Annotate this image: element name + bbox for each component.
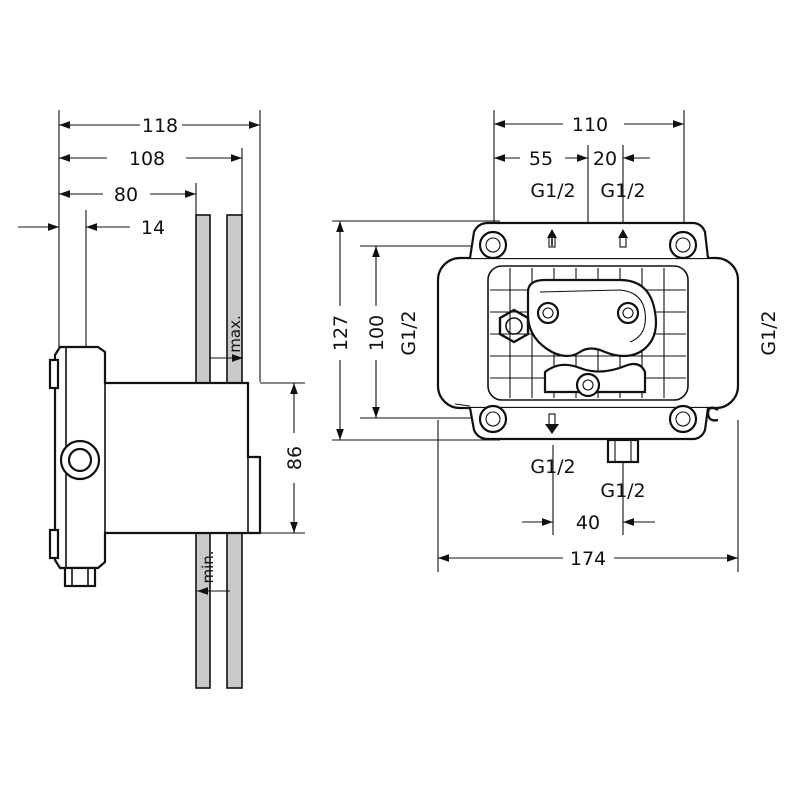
side-tab-bottom — [48, 528, 60, 560]
dim-100-label: 100 — [366, 315, 388, 351]
dim-86-label: 86 — [284, 446, 306, 470]
dim-108-label: 108 — [129, 148, 165, 170]
thread-bottom-right-label: G1/2 — [600, 480, 645, 502]
dim-80-label: 80 — [114, 184, 138, 206]
mount-hole-bl — [478, 404, 508, 434]
dim-55-label: 55 — [529, 148, 553, 170]
dim-127-label: 127 — [330, 315, 352, 351]
screw-left — [536, 301, 560, 325]
valve-body — [526, 278, 658, 358]
side-outlet-inner — [67, 447, 93, 473]
flow-arrow-up-right — [618, 229, 628, 248]
flow-arrow-up-left — [547, 229, 557, 248]
thread-top-left-label: G1/2 — [530, 180, 575, 202]
min-label: min. — [199, 550, 217, 583]
thread-bottom-left-label: G1/2 — [530, 456, 575, 478]
dim-118-label: 118 — [142, 115, 178, 137]
dim-14-label: 14 — [141, 217, 165, 239]
mount-hole-tl — [478, 230, 508, 260]
hook-mark — [706, 406, 719, 422]
bottom-outlet — [606, 438, 640, 464]
side-view: 118 108 80 14 86 max. min. — [18, 110, 306, 689]
flow-arrow-down — [545, 413, 559, 434]
bottom-nipple — [63, 566, 97, 588]
hex-nut — [498, 308, 530, 344]
mount-hole-tr — [668, 230, 698, 260]
dim-40-label: 40 — [576, 512, 600, 534]
dim-110-label: 110 — [572, 114, 608, 136]
thread-left-label: G1/2 — [398, 310, 420, 355]
thread-right-label: G1/2 — [758, 310, 780, 355]
dim-20-label: 20 — [593, 148, 617, 170]
screw-right — [616, 301, 640, 325]
max-label: max. — [226, 315, 244, 352]
front-view: 110 55 20 G1/2 G1/2 127 100 G1/2 G1/2 G1… — [330, 110, 780, 572]
screw-bottom — [575, 372, 601, 398]
mount-hole-br — [668, 404, 698, 434]
thread-top-right-label: G1/2 — [600, 180, 645, 202]
inner-cavity — [487, 265, 689, 401]
bottom-flange — [468, 407, 710, 441]
dim-174-label: 174 — [570, 548, 606, 570]
top-flange — [468, 221, 710, 259]
side-tab-top — [48, 358, 60, 390]
